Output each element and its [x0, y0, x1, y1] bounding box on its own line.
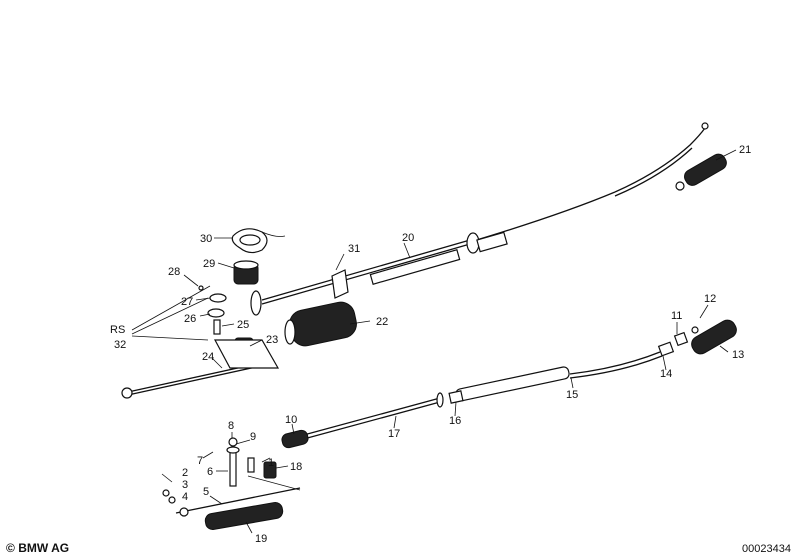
callout-27: 27 — [181, 296, 193, 308]
copyright-icon: © — [6, 541, 15, 555]
callout-14: 14 — [660, 368, 672, 380]
brand-label: © BMW AG — [6, 541, 69, 555]
callout-11: 11 — [671, 310, 682, 322]
leader-lines — [131, 149, 737, 534]
callout-30: 30 — [200, 233, 212, 245]
callout-13: 13 — [732, 349, 744, 361]
spring-30 — [231, 228, 286, 254]
bushing-29 — [233, 260, 259, 285]
callout-7: 7 — [197, 455, 203, 467]
callout-15: 15 — [566, 389, 578, 401]
callout-28: 28 — [168, 266, 180, 278]
pin-25 — [213, 319, 221, 335]
boot-22 — [284, 301, 357, 347]
callout-17: 17 — [388, 428, 400, 440]
bottom-parts — [161, 437, 301, 531]
callout-labels: 1 2 3 4 5 6 7 8 9 10 11 12 13 14 15 16 1… — [110, 144, 751, 545]
callout-1: 1 — [268, 457, 274, 469]
callout-rs: RS — [110, 324, 125, 336]
callout-22: 22 — [376, 316, 388, 328]
document-number: 00023434 — [742, 543, 791, 555]
boot-21 — [675, 153, 727, 191]
callout-29: 29 — [203, 258, 215, 270]
callout-18: 18 — [290, 461, 302, 473]
lower-cable-assembly — [281, 319, 737, 449]
callout-10: 10 — [285, 414, 297, 426]
callout-8: 8 — [228, 420, 234, 432]
callout-31: 31 — [348, 243, 360, 255]
callout-19: 19 — [255, 533, 267, 545]
rod-24 — [121, 339, 280, 399]
callout-4: 4 — [182, 491, 188, 503]
callout-32: 32 — [114, 339, 126, 351]
callout-3: 3 — [182, 479, 188, 491]
callout-24: 24 — [202, 351, 214, 363]
callout-16: 16 — [449, 415, 461, 427]
callout-20: 20 — [402, 232, 414, 244]
callout-25: 25 — [237, 319, 249, 331]
washers-26-27 — [198, 285, 227, 318]
callout-2: 2 — [182, 467, 188, 479]
callout-26: 26 — [184, 313, 196, 325]
callout-23: 23 — [266, 334, 278, 346]
callout-9: 9 — [250, 431, 256, 443]
upper-cable-assembly — [250, 122, 727, 316]
callout-12: 12 — [704, 293, 716, 305]
callout-6: 6 — [207, 466, 213, 478]
brand-name: BMW AG — [18, 541, 70, 555]
callout-5: 5 — [203, 486, 209, 498]
callout-21: 21 — [739, 144, 751, 156]
